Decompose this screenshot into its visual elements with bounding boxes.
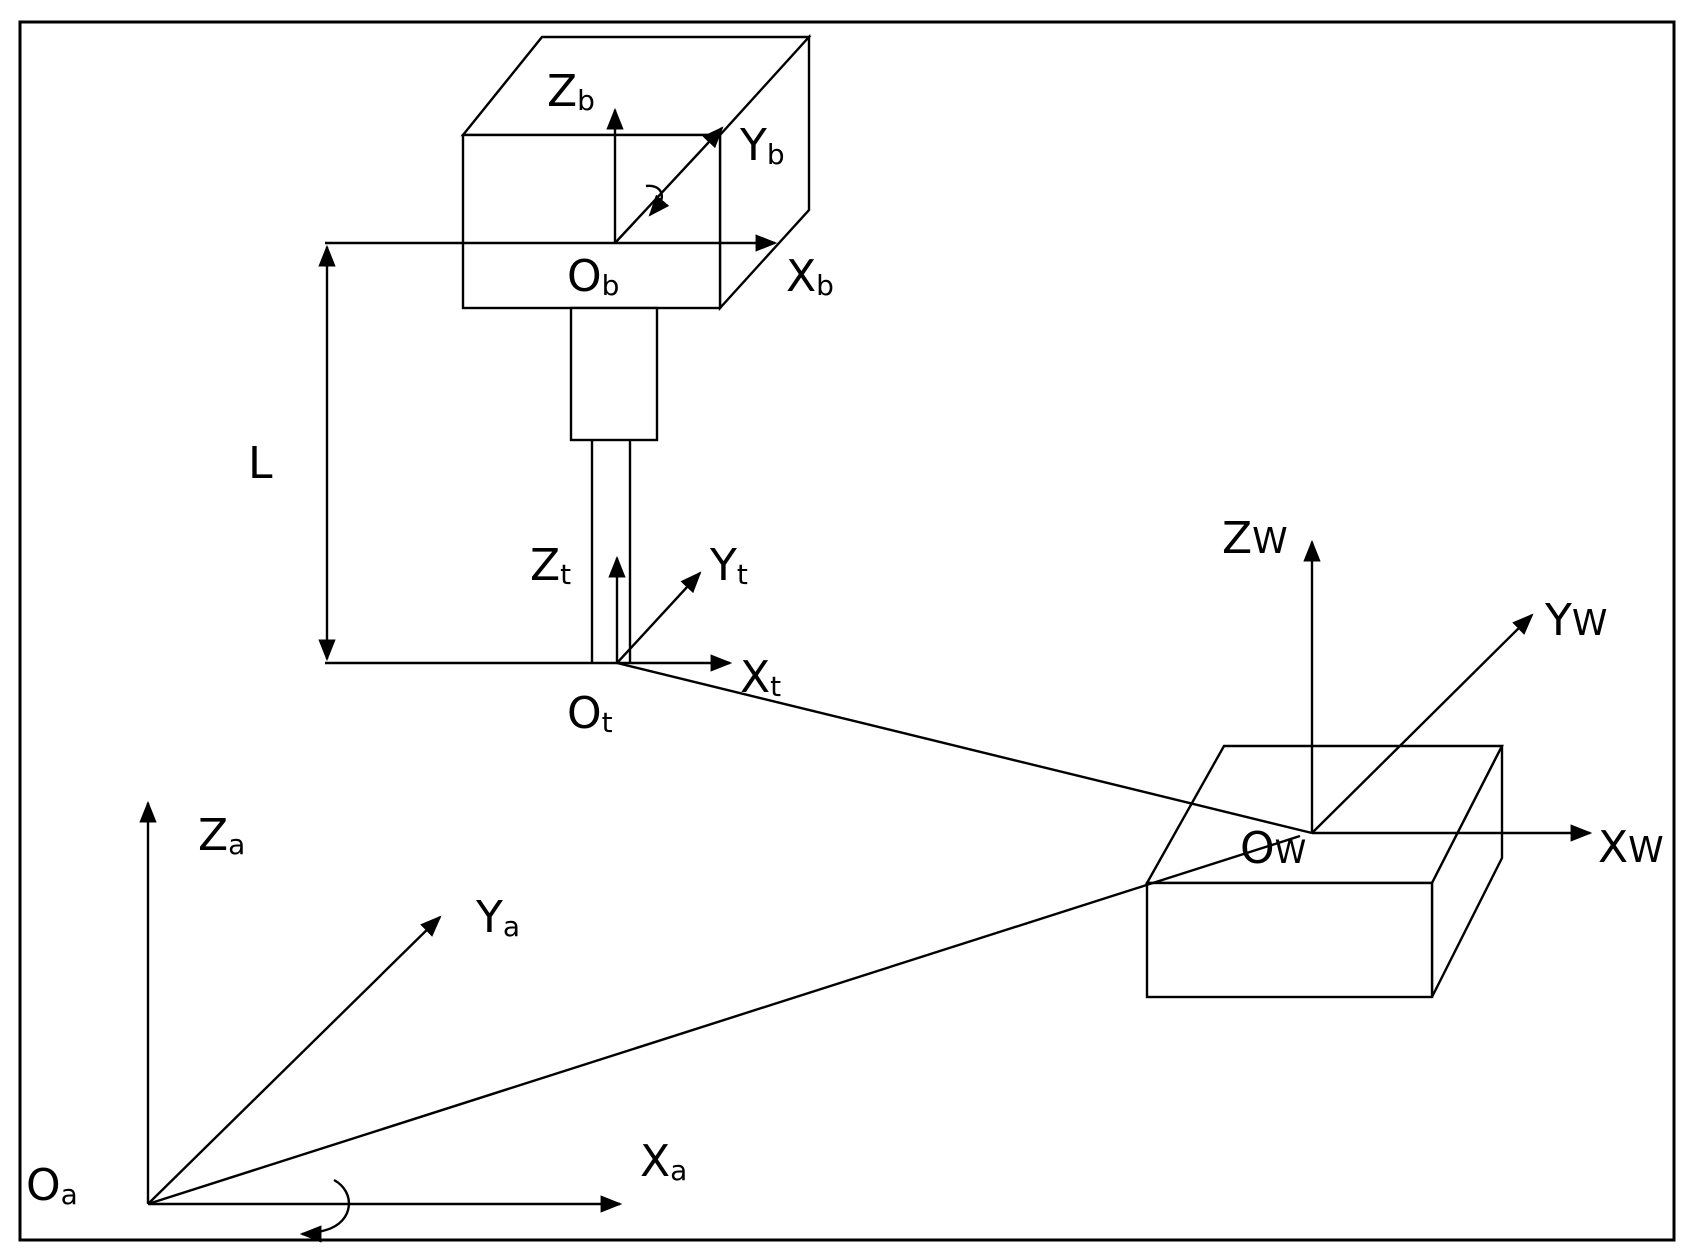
label-zb: Zb (547, 66, 595, 117)
spindle-head-box (460, 33, 812, 312)
label-ya: Ya (475, 892, 520, 943)
label-xa: Xa (640, 1136, 687, 1187)
label-l: L (248, 438, 273, 489)
base-to-workpiece-vector (147, 834, 1301, 1206)
label-xw: XW (1598, 822, 1664, 873)
yb-axis (614, 126, 724, 244)
label-xb: Xb (786, 251, 834, 302)
label-xt: Xt (740, 652, 781, 703)
figure-border (18, 20, 1676, 1242)
label-zw: ZW (1222, 513, 1288, 564)
label-ob: Ob (567, 251, 619, 302)
tool-shank (590, 440, 632, 663)
yt-axis (616, 571, 702, 664)
spindle-rotation-arrow (645, 184, 670, 217)
label-zt: Zt (530, 540, 571, 591)
label-ot: Ot (567, 688, 613, 739)
label-yb: Yb (739, 120, 785, 171)
yw-axis (1311, 613, 1534, 834)
label-za: Za (198, 810, 245, 861)
workpiece-box (1144, 744, 1504, 999)
label-yw: YW (1544, 595, 1608, 646)
label-oa: Oa (26, 1160, 78, 1211)
label-ow: OW (1240, 823, 1306, 874)
spindle-body (569, 306, 659, 442)
label-yt: Yt (709, 540, 748, 591)
base-rotation-arrow (299, 1178, 350, 1243)
tool-to-workpiece-vector (616, 661, 1313, 835)
ya-axis (147, 915, 442, 1205)
